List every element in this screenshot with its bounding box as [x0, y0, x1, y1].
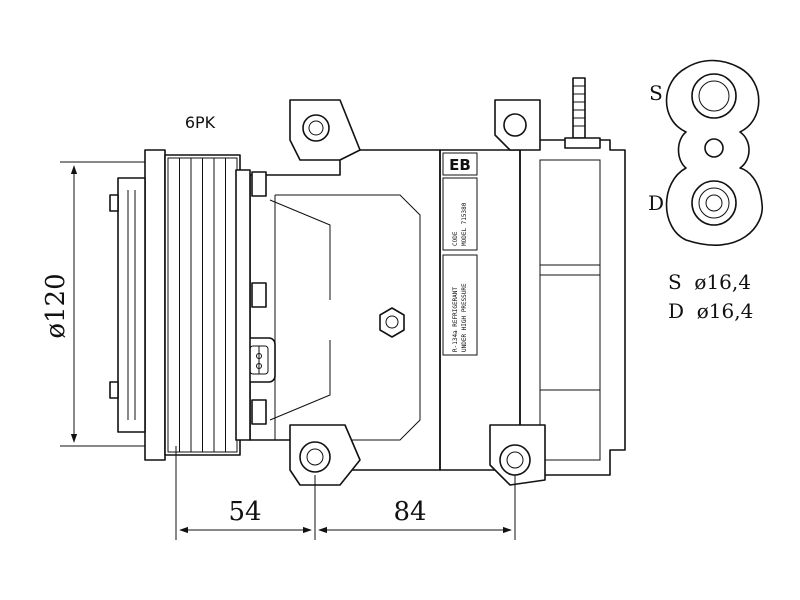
mounting-ear-top-left	[289, 99, 361, 161]
dimension-horizontal: 54 84	[175, 446, 516, 540]
discharge-port-label: D	[648, 191, 664, 215]
plate-text-line2: MODEL 715380	[461, 202, 468, 246]
label-plate: EB CODE MODEL 715380 R-134a REFRIGERANT …	[439, 149, 521, 471]
warning-text-line2: UNDER HIGH PRESSURE	[461, 283, 468, 352]
service-fitting	[379, 307, 405, 338]
suction-port-label: S	[649, 81, 663, 105]
port-detail: S D S ø16,4 D ø16,4	[648, 59, 763, 323]
mounting-ear-bottom-left	[289, 424, 361, 486]
suction-port-spec: S ø16,4	[668, 270, 751, 294]
mounting-ear-bottom-right	[489, 424, 546, 486]
plate-text-line1: CODE	[452, 231, 459, 246]
width-left-value: 54	[228, 497, 261, 527]
mounting-ear-top-right	[494, 99, 541, 151]
diameter-value: ø120	[41, 273, 71, 338]
clutch-pulley	[109, 149, 251, 461]
belt-type-label: 6PK	[185, 113, 216, 132]
width-right-value: 84	[393, 497, 426, 527]
discharge-port-spec: D ø16,4	[668, 299, 753, 323]
pulley-rib	[225, 157, 238, 453]
threaded-stud	[564, 77, 601, 149]
main-body	[249, 149, 441, 471]
electrical-connector	[242, 337, 276, 383]
plate-code-label: EB	[449, 156, 471, 174]
warning-text-line1: R-134a REFRIGERANT	[452, 287, 459, 352]
bolt-heads	[251, 171, 267, 425]
dimension-diameter: ø120	[41, 161, 145, 447]
